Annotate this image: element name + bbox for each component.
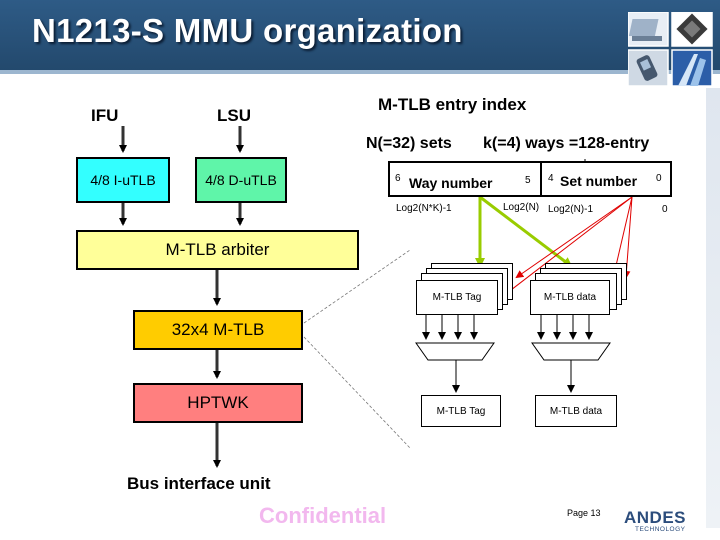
set-low-bit-formula: 0	[662, 204, 668, 215]
set-high-bit-formula: Log2(N)-1	[548, 204, 594, 215]
set-field-low-bit: 0	[656, 173, 662, 184]
data-array-bus	[537, 315, 593, 340]
set-field-high-bit: 4	[548, 173, 554, 184]
tag-array-bus	[422, 315, 478, 340]
way-number-label: Way number	[409, 175, 493, 191]
slide-title: N1213-S MMU organization	[32, 12, 463, 49]
bus-interface-label: Bus interface unit	[127, 474, 271, 493]
data-array: M-TLB data	[530, 280, 610, 315]
way-field-high-bit: 6	[395, 173, 401, 184]
chip-photo-tile	[671, 11, 713, 47]
title-bar	[0, 0, 720, 70]
ifu-label: IFU	[91, 106, 119, 125]
sets-label: N(=32) sets	[366, 135, 452, 152]
laptop-photo-tile	[627, 11, 669, 47]
tag-output-block: M-TLB Tag	[421, 395, 501, 427]
way-number-field	[388, 161, 542, 197]
entry-index-title: M-TLB entry index	[378, 95, 527, 114]
i-utlb-block: 4/8 I-uTLB	[76, 157, 170, 203]
ways-label: k(=4) ways =128-entry	[483, 135, 650, 152]
data-output-block: M-TLB data	[535, 395, 617, 427]
zoom-callout-lines	[303, 249, 411, 449]
tag-way-mux	[415, 342, 495, 361]
logo-tagline: TECHNOLOGY	[635, 526, 686, 533]
mtlb-arbiter-block: M-TLB arbiter	[76, 230, 359, 270]
title-bar-rule	[0, 70, 720, 74]
confidential-watermark: Confidential	[259, 503, 387, 528]
header-image-tiles	[627, 11, 714, 88]
lsu-label: LSU	[217, 106, 251, 125]
d-utlb-block: 4/8 D-uTLB	[195, 157, 287, 203]
andes-logo: ANDES TECHNOLOGY	[624, 508, 696, 536]
set-number-field	[540, 161, 672, 197]
hptwk-block: HPTWK	[133, 383, 303, 423]
data-way-mux	[531, 342, 611, 361]
tag-array: M-TLB Tag	[416, 280, 498, 315]
page-number: Page 13	[567, 508, 601, 518]
slide-edge-strip	[706, 88, 720, 528]
set-number-label: Set number	[560, 173, 638, 189]
logo-wordmark: ANDES	[624, 508, 687, 527]
way-high-bit-formula: Log2(N)	[503, 202, 540, 213]
phone-photo-tile	[627, 49, 669, 87]
way-low-bit-formula: Log2(N*K)-1	[396, 203, 452, 214]
way-field-low-bit: 5	[525, 175, 531, 186]
building-photo-tile	[671, 49, 713, 87]
mtlb-block: 32x4 M-TLB	[133, 310, 303, 350]
